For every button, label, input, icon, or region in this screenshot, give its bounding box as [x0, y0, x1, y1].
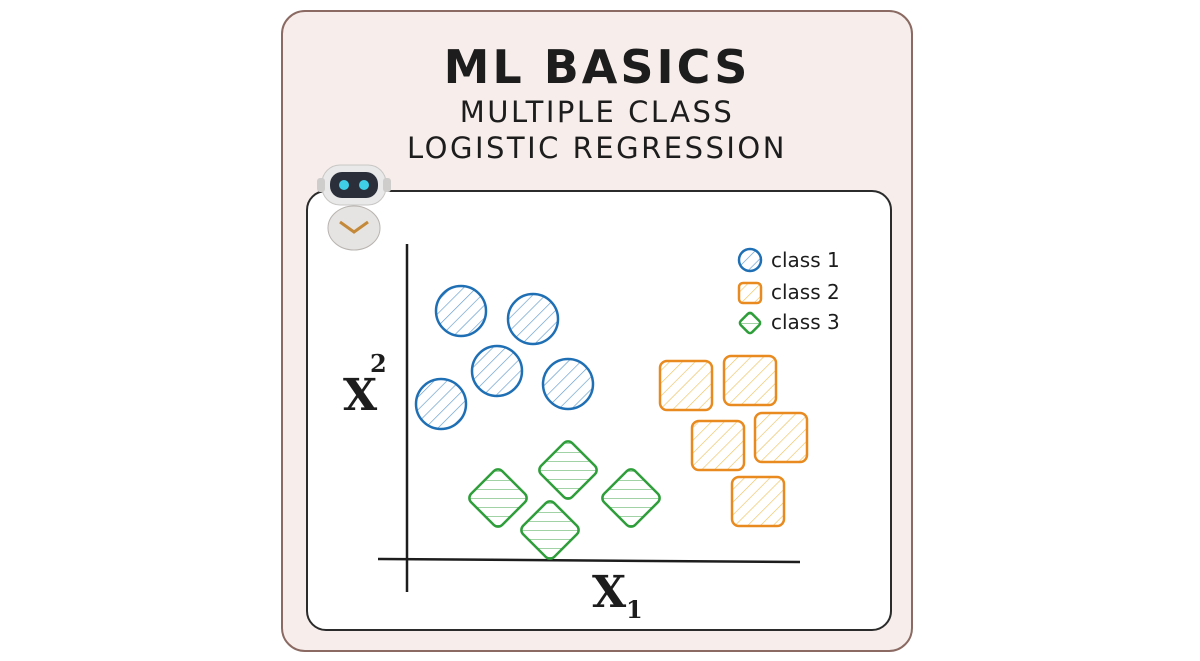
subtitle-line-1: MULTIPLE CLASS — [459, 95, 735, 129]
class-3-points — [468, 440, 661, 560]
x-axis-subscript: 1 — [626, 595, 643, 624]
legend-item-class-3: class 3 — [738, 310, 840, 335]
class-3-point — [538, 440, 598, 500]
plot-panel — [306, 190, 892, 631]
legend-circle-icon — [737, 247, 763, 273]
legend-label: class 2 — [771, 280, 840, 304]
class-2-point — [753, 411, 809, 464]
y-axis-label: X — [343, 370, 378, 421]
class-1-point — [414, 377, 468, 431]
title-block: ML BASICS MULTIPLE CLASS LOGISTIC REGRES… — [281, 40, 913, 166]
legend-square-icon — [737, 281, 763, 305]
legend: class 1 class 2 class 3 — [737, 247, 840, 335]
y-axis-subscript: 2 — [370, 349, 387, 378]
x-axis-line — [377, 557, 801, 564]
class-3-point — [468, 468, 528, 528]
class-1-point — [506, 292, 560, 346]
class-1-point — [470, 344, 524, 398]
class-2-point — [730, 475, 786, 528]
class-3-point — [601, 468, 661, 528]
legend-item-class-1: class 1 — [737, 247, 840, 273]
class-2-points — [658, 354, 809, 528]
class-2-point — [722, 354, 778, 407]
class-2-point — [658, 359, 714, 412]
class-2-point — [690, 419, 746, 472]
page-title: ML BASICS — [443, 40, 751, 94]
y-axis-line — [405, 243, 409, 593]
class-1-point — [434, 284, 488, 338]
subtitle-line-2: LOGISTIC REGRESSION — [407, 131, 787, 165]
class-1-points — [414, 284, 595, 431]
legend-label: class 1 — [771, 248, 840, 272]
class-1-point — [541, 357, 595, 411]
legend-label: class 3 — [771, 310, 840, 334]
x-axis-label: X — [592, 567, 627, 618]
class-3-point — [520, 500, 580, 560]
legend-diamond-icon — [738, 311, 762, 335]
robot-icon — [317, 164, 391, 251]
legend-item-class-2: class 2 — [737, 280, 840, 305]
